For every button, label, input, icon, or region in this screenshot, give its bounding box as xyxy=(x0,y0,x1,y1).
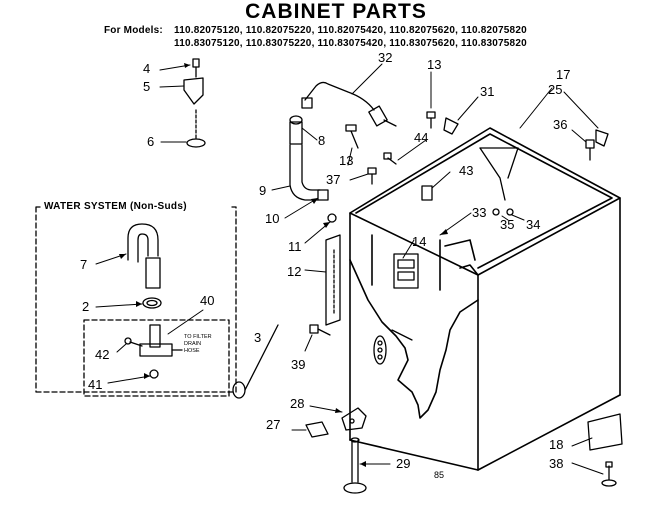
models-label: For Models: xyxy=(104,25,163,36)
callout-33: 33 xyxy=(472,205,487,220)
screw-part-36 xyxy=(585,139,595,161)
filter-note-line-1: TO FILTER xyxy=(184,334,212,340)
callout-10: 10 xyxy=(265,211,280,226)
callout-13-mid: 13 xyxy=(339,153,354,168)
callout-3: 3 xyxy=(254,330,262,345)
clip-part-17 xyxy=(595,129,609,147)
callout-40: 40 xyxy=(200,293,215,308)
clip-part-43 xyxy=(421,185,433,201)
callout-28: 28 xyxy=(290,396,305,411)
hose-part-9 xyxy=(289,121,321,201)
callout-11: 11 xyxy=(288,239,302,254)
cabinet-body xyxy=(349,127,621,471)
switch-part-14 xyxy=(393,253,419,289)
filter-note-line-3: HOSE xyxy=(184,348,200,354)
hose-clamp-part-3 xyxy=(232,324,279,399)
screw-part-37 xyxy=(367,167,377,185)
models-line-2: 110.83075120, 110.83075220, 110.83075420… xyxy=(174,38,527,49)
nut-part-11 xyxy=(327,213,337,223)
panel-part-18 xyxy=(587,413,623,451)
wire-harness-part-32 xyxy=(301,81,397,127)
clamp-part-2 xyxy=(142,297,162,309)
callout-4: 4 xyxy=(143,61,151,76)
models-line-1: 110.82075120, 110.82075220, 110.82075420… xyxy=(174,25,527,36)
callout-44: 44 xyxy=(414,130,429,145)
water-system-box xyxy=(35,206,237,393)
callout-6: 6 xyxy=(147,134,155,149)
callout-27: 27 xyxy=(266,417,281,432)
callout-17: 17 xyxy=(556,67,571,82)
callout-34: 34 xyxy=(526,217,541,232)
clip-part-31 xyxy=(443,117,459,135)
bracket-part-12 xyxy=(325,234,341,326)
grommet-part-6 xyxy=(186,109,206,148)
callout-37: 37 xyxy=(326,172,341,187)
screw-part-13-mid xyxy=(345,124,359,149)
bracket-part-5 xyxy=(183,77,204,105)
callout-36: 36 xyxy=(553,117,568,132)
callout-41: 41 xyxy=(88,377,103,392)
callout-12: 12 xyxy=(287,264,302,279)
callout-31: 31 xyxy=(480,84,495,99)
page-title: CABINET PARTS xyxy=(245,0,427,23)
callout-38: 38 xyxy=(549,456,564,471)
callout-43: 43 xyxy=(459,163,474,178)
screw-part-13-top xyxy=(426,111,436,129)
leveling-leg-part-29 xyxy=(343,437,367,494)
tub-support-part-34 xyxy=(479,147,519,216)
screw-part-4 xyxy=(192,58,200,78)
fitting-part-10 xyxy=(317,189,329,201)
bracket-part-28 xyxy=(341,407,367,431)
screw-part-39 xyxy=(309,324,331,336)
callout-9: 9 xyxy=(259,183,267,198)
callout-5: 5 xyxy=(143,79,151,94)
callout-25: 25 xyxy=(548,82,563,97)
callout-32: 32 xyxy=(378,50,393,65)
callout-39: 39 xyxy=(291,357,306,372)
callout-35: 35 xyxy=(500,217,515,232)
leader-lines xyxy=(95,63,604,475)
callout-42: 42 xyxy=(95,347,110,362)
callout-29: 29 xyxy=(396,456,411,471)
callout-7: 7 xyxy=(80,257,88,272)
screw-part-44 xyxy=(383,152,397,165)
plug-part-8 xyxy=(289,115,303,125)
filter-inner-box xyxy=(83,319,230,397)
filter-note-line-2: DRAIN xyxy=(184,341,202,347)
cabinet-openings xyxy=(373,329,413,365)
callout-8: 8 xyxy=(318,133,326,148)
footer-code: 85 xyxy=(434,470,445,480)
water-system-title: WATER SYSTEM (Non-Suds) xyxy=(42,201,189,212)
callout-2: 2 xyxy=(82,299,90,314)
hose-part-7 xyxy=(127,223,161,289)
drain-valve-part-40 xyxy=(124,324,183,379)
callout-13-top: 13 xyxy=(427,57,442,72)
clip-part-27 xyxy=(305,421,329,438)
screw-part-38 xyxy=(601,461,617,487)
arrow-heads xyxy=(119,63,448,467)
callout-14: 14 xyxy=(412,234,427,249)
callout-18: 18 xyxy=(549,437,564,452)
